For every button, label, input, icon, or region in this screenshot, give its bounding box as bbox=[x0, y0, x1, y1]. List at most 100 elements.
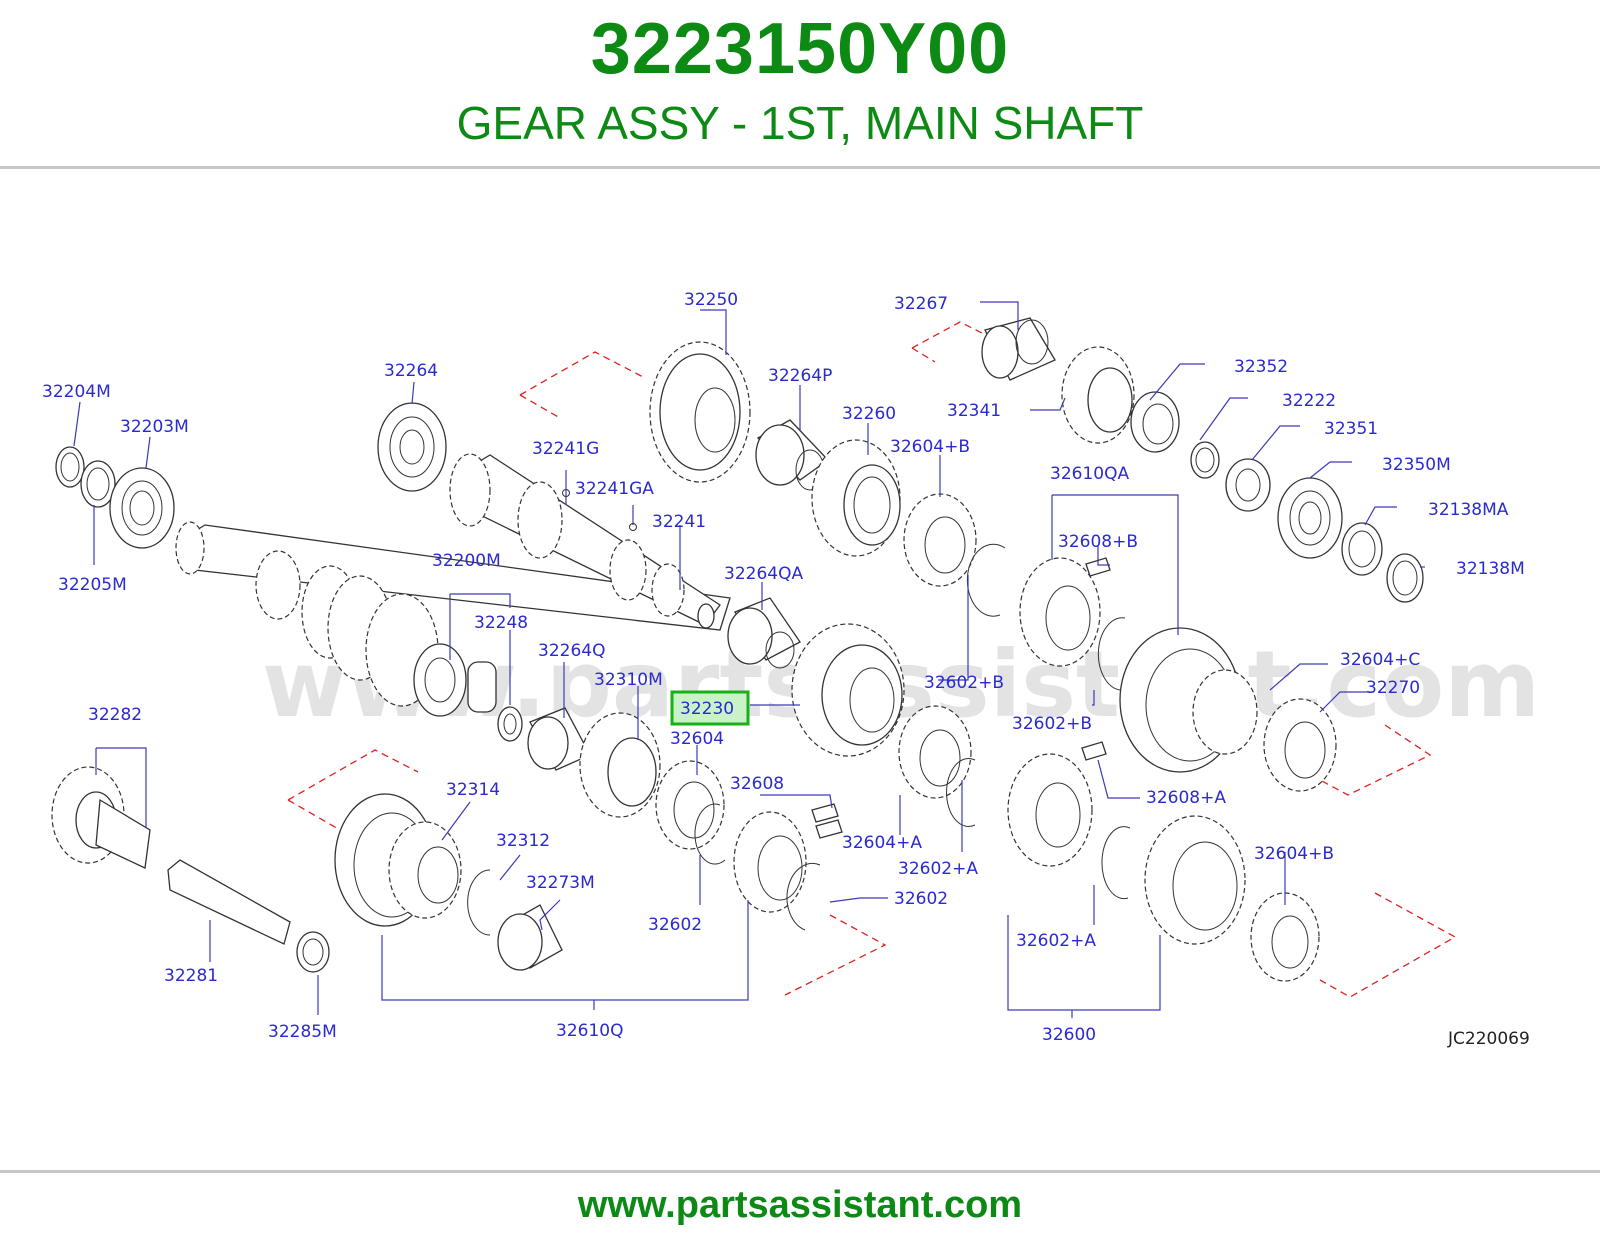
part-32610Q-coupling-sleeve bbox=[733, 811, 807, 913]
label-32602A-1[interactable]: 32602+A bbox=[898, 859, 978, 879]
part-32610QA-coupling bbox=[1019, 557, 1101, 667]
label-32200M[interactable]: 32200M bbox=[432, 551, 501, 571]
label-32312[interactable]: 32312 bbox=[496, 831, 550, 851]
page-header: 3223150Y00 GEAR ASSY - 1ST, MAIN SHAFT bbox=[0, 0, 1600, 168]
label-32138M[interactable]: 32138M bbox=[1456, 559, 1525, 579]
label-32248[interactable]: 32248 bbox=[474, 613, 528, 633]
label-32241G[interactable]: 32241G bbox=[532, 439, 599, 459]
label-32610QA[interactable]: 32610QA bbox=[1050, 464, 1129, 484]
label-32600[interactable]: 32600 bbox=[1042, 1025, 1096, 1045]
label-32264P[interactable]: 32264P bbox=[768, 366, 832, 386]
label-32281[interactable]: 32281 bbox=[164, 966, 218, 986]
label-32602-lower[interactable]: 32602 bbox=[648, 915, 702, 935]
label-32602B-1[interactable]: 32602+B bbox=[924, 673, 1004, 693]
part-32600-gear bbox=[1007, 753, 1246, 945]
label-32250[interactable]: 32250 bbox=[684, 290, 738, 310]
part-32602-baulk-rings bbox=[694, 803, 821, 931]
label-32270[interactable]: 32270 bbox=[1366, 678, 1420, 698]
part-32310M-gear bbox=[579, 712, 661, 818]
part-32241-counter-shaft bbox=[449, 453, 721, 629]
label-32608A[interactable]: 32608+A bbox=[1146, 788, 1226, 808]
part-32203M-bearing bbox=[109, 467, 175, 549]
part-32267-sleeve bbox=[981, 317, 1056, 381]
label-32602-right[interactable]: 32602 bbox=[894, 889, 948, 909]
label-32204M[interactable]: 32204M bbox=[42, 382, 111, 402]
part-32352-ring bbox=[1130, 391, 1180, 453]
label-32604B-upper[interactable]: 32604+B bbox=[890, 437, 970, 457]
part-32264P-needle-bearing bbox=[755, 419, 829, 491]
label-32222[interactable]: 32222 bbox=[1282, 391, 1336, 411]
label-32608B[interactable]: 32608+B bbox=[1058, 532, 1138, 552]
part-32604B-hub-upper bbox=[903, 493, 977, 587]
diagram-reference-code: JC220069 bbox=[1447, 1029, 1530, 1049]
part-name-subtitle: GEAR ASSY - 1ST, MAIN SHAFT bbox=[456, 97, 1144, 149]
label-32604B-lower[interactable]: 32604+B bbox=[1254, 844, 1334, 864]
part-labels[interactable]: 32204M 32203M 32205M 32264 32250 32264P … bbox=[42, 290, 1525, 1045]
highlight-box-32230 bbox=[670, 690, 750, 726]
label-32230[interactable]: 32230 bbox=[680, 699, 734, 719]
label-32241GA[interactable]: 32241GA bbox=[575, 479, 654, 499]
part-32205M-washer bbox=[80, 460, 116, 508]
label-32341[interactable]: 32341 bbox=[947, 401, 1001, 421]
part-32264QA-needle-bearing bbox=[727, 597, 801, 669]
part-32608-keys bbox=[811, 803, 843, 839]
part-32604B-hub-lower bbox=[1250, 892, 1320, 982]
part-32314-synchro-assembly bbox=[334, 793, 462, 927]
part-32604-synchronizer bbox=[655, 760, 725, 850]
part-32604A-hub bbox=[898, 705, 972, 799]
part-32282-idler-gear bbox=[51, 766, 151, 869]
part-32264-bearing bbox=[377, 402, 447, 492]
label-32602A-2[interactable]: 32602+A bbox=[1016, 931, 1096, 951]
label-32285M[interactable]: 32285M bbox=[268, 1022, 337, 1042]
label-32264[interactable]: 32264 bbox=[384, 361, 438, 381]
part-32608A-keys bbox=[1081, 741, 1107, 761]
label-32604A[interactable]: 32604+A bbox=[842, 833, 922, 853]
label-32314[interactable]: 32314 bbox=[446, 780, 500, 800]
label-32350M[interactable]: 32350M bbox=[1382, 455, 1451, 475]
part-main-shaft bbox=[175, 521, 731, 717]
part-32138M-washer bbox=[1386, 553, 1424, 603]
label-32602B-2[interactable]: 32602+B bbox=[1012, 714, 1092, 734]
part-32602A-rings bbox=[946, 758, 1131, 900]
part-32248-sleeve bbox=[497, 706, 523, 742]
part-32285M-ring bbox=[296, 931, 330, 973]
label-32352[interactable]: 32352 bbox=[1234, 357, 1288, 377]
label-32282[interactable]: 32282 bbox=[88, 705, 142, 725]
label-32351[interactable]: 32351 bbox=[1324, 419, 1378, 439]
label-32604[interactable]: 32604 bbox=[670, 729, 724, 749]
part-32260-gear bbox=[811, 439, 901, 557]
label-32608[interactable]: 32608 bbox=[730, 774, 784, 794]
part-number-title: 3223150Y00 bbox=[590, 9, 1010, 89]
part-32608B-keys bbox=[1085, 557, 1111, 577]
label-32138MA[interactable]: 32138MA bbox=[1428, 500, 1509, 520]
label-32310M[interactable]: 32310M bbox=[594, 670, 663, 690]
part-32250-gear bbox=[649, 341, 751, 483]
part-32341-gear bbox=[1061, 346, 1135, 444]
part-32204M-snap-ring bbox=[55, 446, 85, 488]
part-32273M-bearing bbox=[497, 904, 563, 971]
leader-lines bbox=[73, 301, 1425, 1018]
label-32264Q[interactable]: 32264Q bbox=[538, 641, 605, 661]
part-32230-gear bbox=[791, 623, 905, 757]
label-32241[interactable]: 32241 bbox=[652, 512, 706, 532]
dot-32241G bbox=[562, 489, 570, 497]
footer-divider bbox=[0, 1170, 1600, 1173]
label-32205M[interactable]: 32205M bbox=[58, 575, 127, 595]
part-32270-sleeve bbox=[1119, 627, 1337, 792]
part-32138MA-washer bbox=[1341, 522, 1383, 576]
part-32264Q-needle-bearing bbox=[527, 707, 591, 771]
label-32610Q[interactable]: 32610Q bbox=[556, 1021, 623, 1041]
label-32273M[interactable]: 32273M bbox=[526, 873, 595, 893]
label-32267[interactable]: 32267 bbox=[894, 294, 948, 314]
footer-url[interactable]: www.partsassistant.com bbox=[577, 1184, 1023, 1226]
part-32351-bearing-ring bbox=[1225, 458, 1271, 512]
label-32264QA[interactable]: 32264QA bbox=[724, 564, 803, 584]
label-32260[interactable]: 32260 bbox=[842, 404, 896, 424]
label-32203M[interactable]: 32203M bbox=[120, 417, 189, 437]
part-32312-snap-ring bbox=[467, 869, 491, 936]
part-32281-shaft bbox=[167, 859, 291, 945]
label-32604C[interactable]: 32604+C bbox=[1340, 650, 1420, 670]
dot-32241GA bbox=[629, 523, 637, 531]
dashed-guides bbox=[287, 321, 1457, 998]
